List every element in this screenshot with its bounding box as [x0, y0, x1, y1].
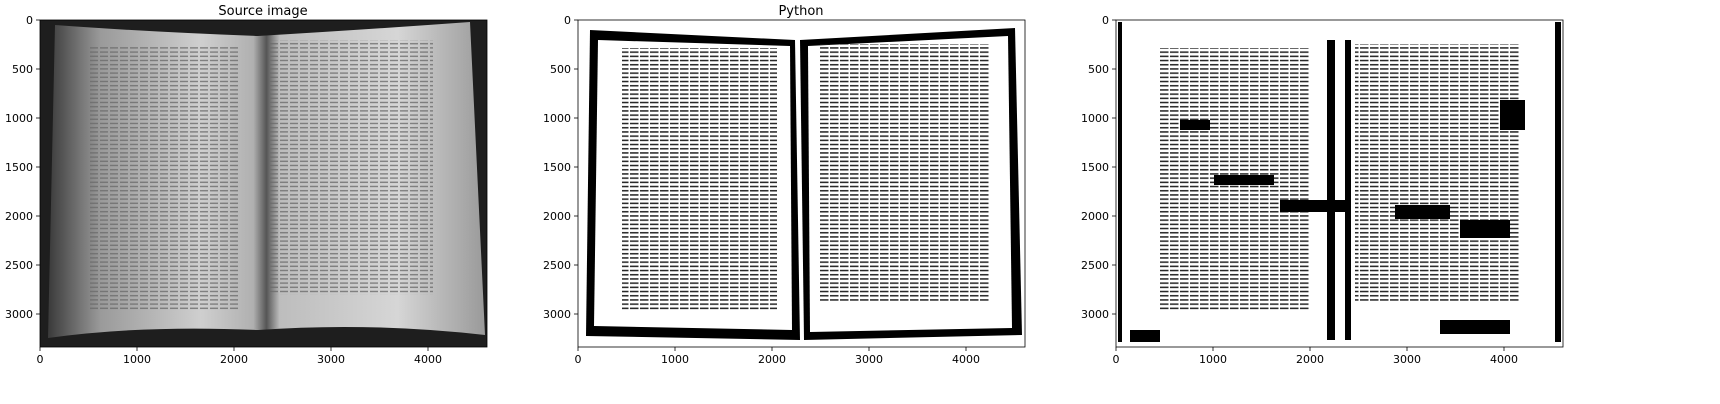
x-tick-label: 4000: [414, 353, 442, 366]
x-tick-label: 3000: [317, 353, 345, 366]
y-tick-label: 500: [550, 63, 571, 76]
image-area: [1116, 20, 1563, 347]
y-tick-label: 500: [1088, 63, 1109, 76]
y-tick-label: 1500: [543, 161, 571, 174]
x-tick-label: 1000: [123, 353, 151, 366]
x-ticks: 0 1000 2000 3000 4000: [37, 347, 442, 366]
y-tick-label: 3000: [543, 308, 571, 321]
y-tick-label: 0: [26, 14, 33, 27]
y-tick-label: 2000: [1081, 210, 1109, 223]
image-area: [578, 20, 1025, 347]
panel-title: Source image: [218, 4, 307, 19]
x-tick-label: 2000: [758, 353, 786, 366]
y-tick-label: 3000: [1081, 308, 1109, 321]
x-tick-label: 3000: [1393, 353, 1421, 366]
panel-third: 0 1000 2000 3000 4000 0 500 1000 1500 20…: [1081, 14, 1564, 366]
x-tick-label: 2000: [1296, 353, 1324, 366]
y-ticks: 0 500 1000 1500 2000 2500 3000: [1081, 14, 1116, 321]
image-area: [40, 20, 487, 347]
panel-source-image: Source image 0 1000 2000 3000 4000 0 500…: [5, 4, 488, 366]
y-tick-label: 1000: [1081, 112, 1109, 125]
panel-python: Python 0 1000 2000 3000 4000 0 500 1000 …: [543, 4, 1026, 366]
x-tick-label: 1000: [1199, 353, 1227, 366]
y-ticks: 0 500 1000 1500 2000 2500 3000: [543, 14, 578, 321]
y-tick-label: 1500: [5, 161, 33, 174]
y-tick-label: 0: [564, 14, 571, 27]
y-tick-label: 1000: [543, 112, 571, 125]
x-ticks: 0 1000 2000 3000 4000: [575, 347, 980, 366]
y-tick-label: 2000: [543, 210, 571, 223]
x-tick-label: 4000: [952, 353, 980, 366]
y-tick-label: 0: [1102, 14, 1109, 27]
axes-frame: [577, 19, 1026, 348]
x-tick-label: 2000: [220, 353, 248, 366]
y-tick-label: 3000: [5, 308, 33, 321]
y-tick-label: 2000: [5, 210, 33, 223]
x-tick-label: 0: [575, 353, 582, 366]
y-tick-label: 500: [12, 63, 33, 76]
y-tick-label: 2500: [543, 259, 571, 272]
x-tick-label: 0: [37, 353, 44, 366]
x-tick-label: 4000: [1490, 353, 1518, 366]
x-tick-label: 1000: [661, 353, 689, 366]
y-tick-label: 1500: [1081, 161, 1109, 174]
axes-frame: [1115, 19, 1564, 348]
panel-title: Python: [778, 4, 823, 19]
y-ticks: 0 500 1000 1500 2000 2500 3000: [5, 14, 40, 321]
y-tick-label: 2500: [1081, 259, 1109, 272]
y-tick-label: 1000: [5, 112, 33, 125]
x-ticks: 0 1000 2000 3000 4000: [1113, 347, 1518, 366]
x-tick-label: 3000: [855, 353, 883, 366]
x-tick-label: 0: [1113, 353, 1120, 366]
axes-frame: [39, 19, 488, 348]
y-tick-label: 2500: [5, 259, 33, 272]
